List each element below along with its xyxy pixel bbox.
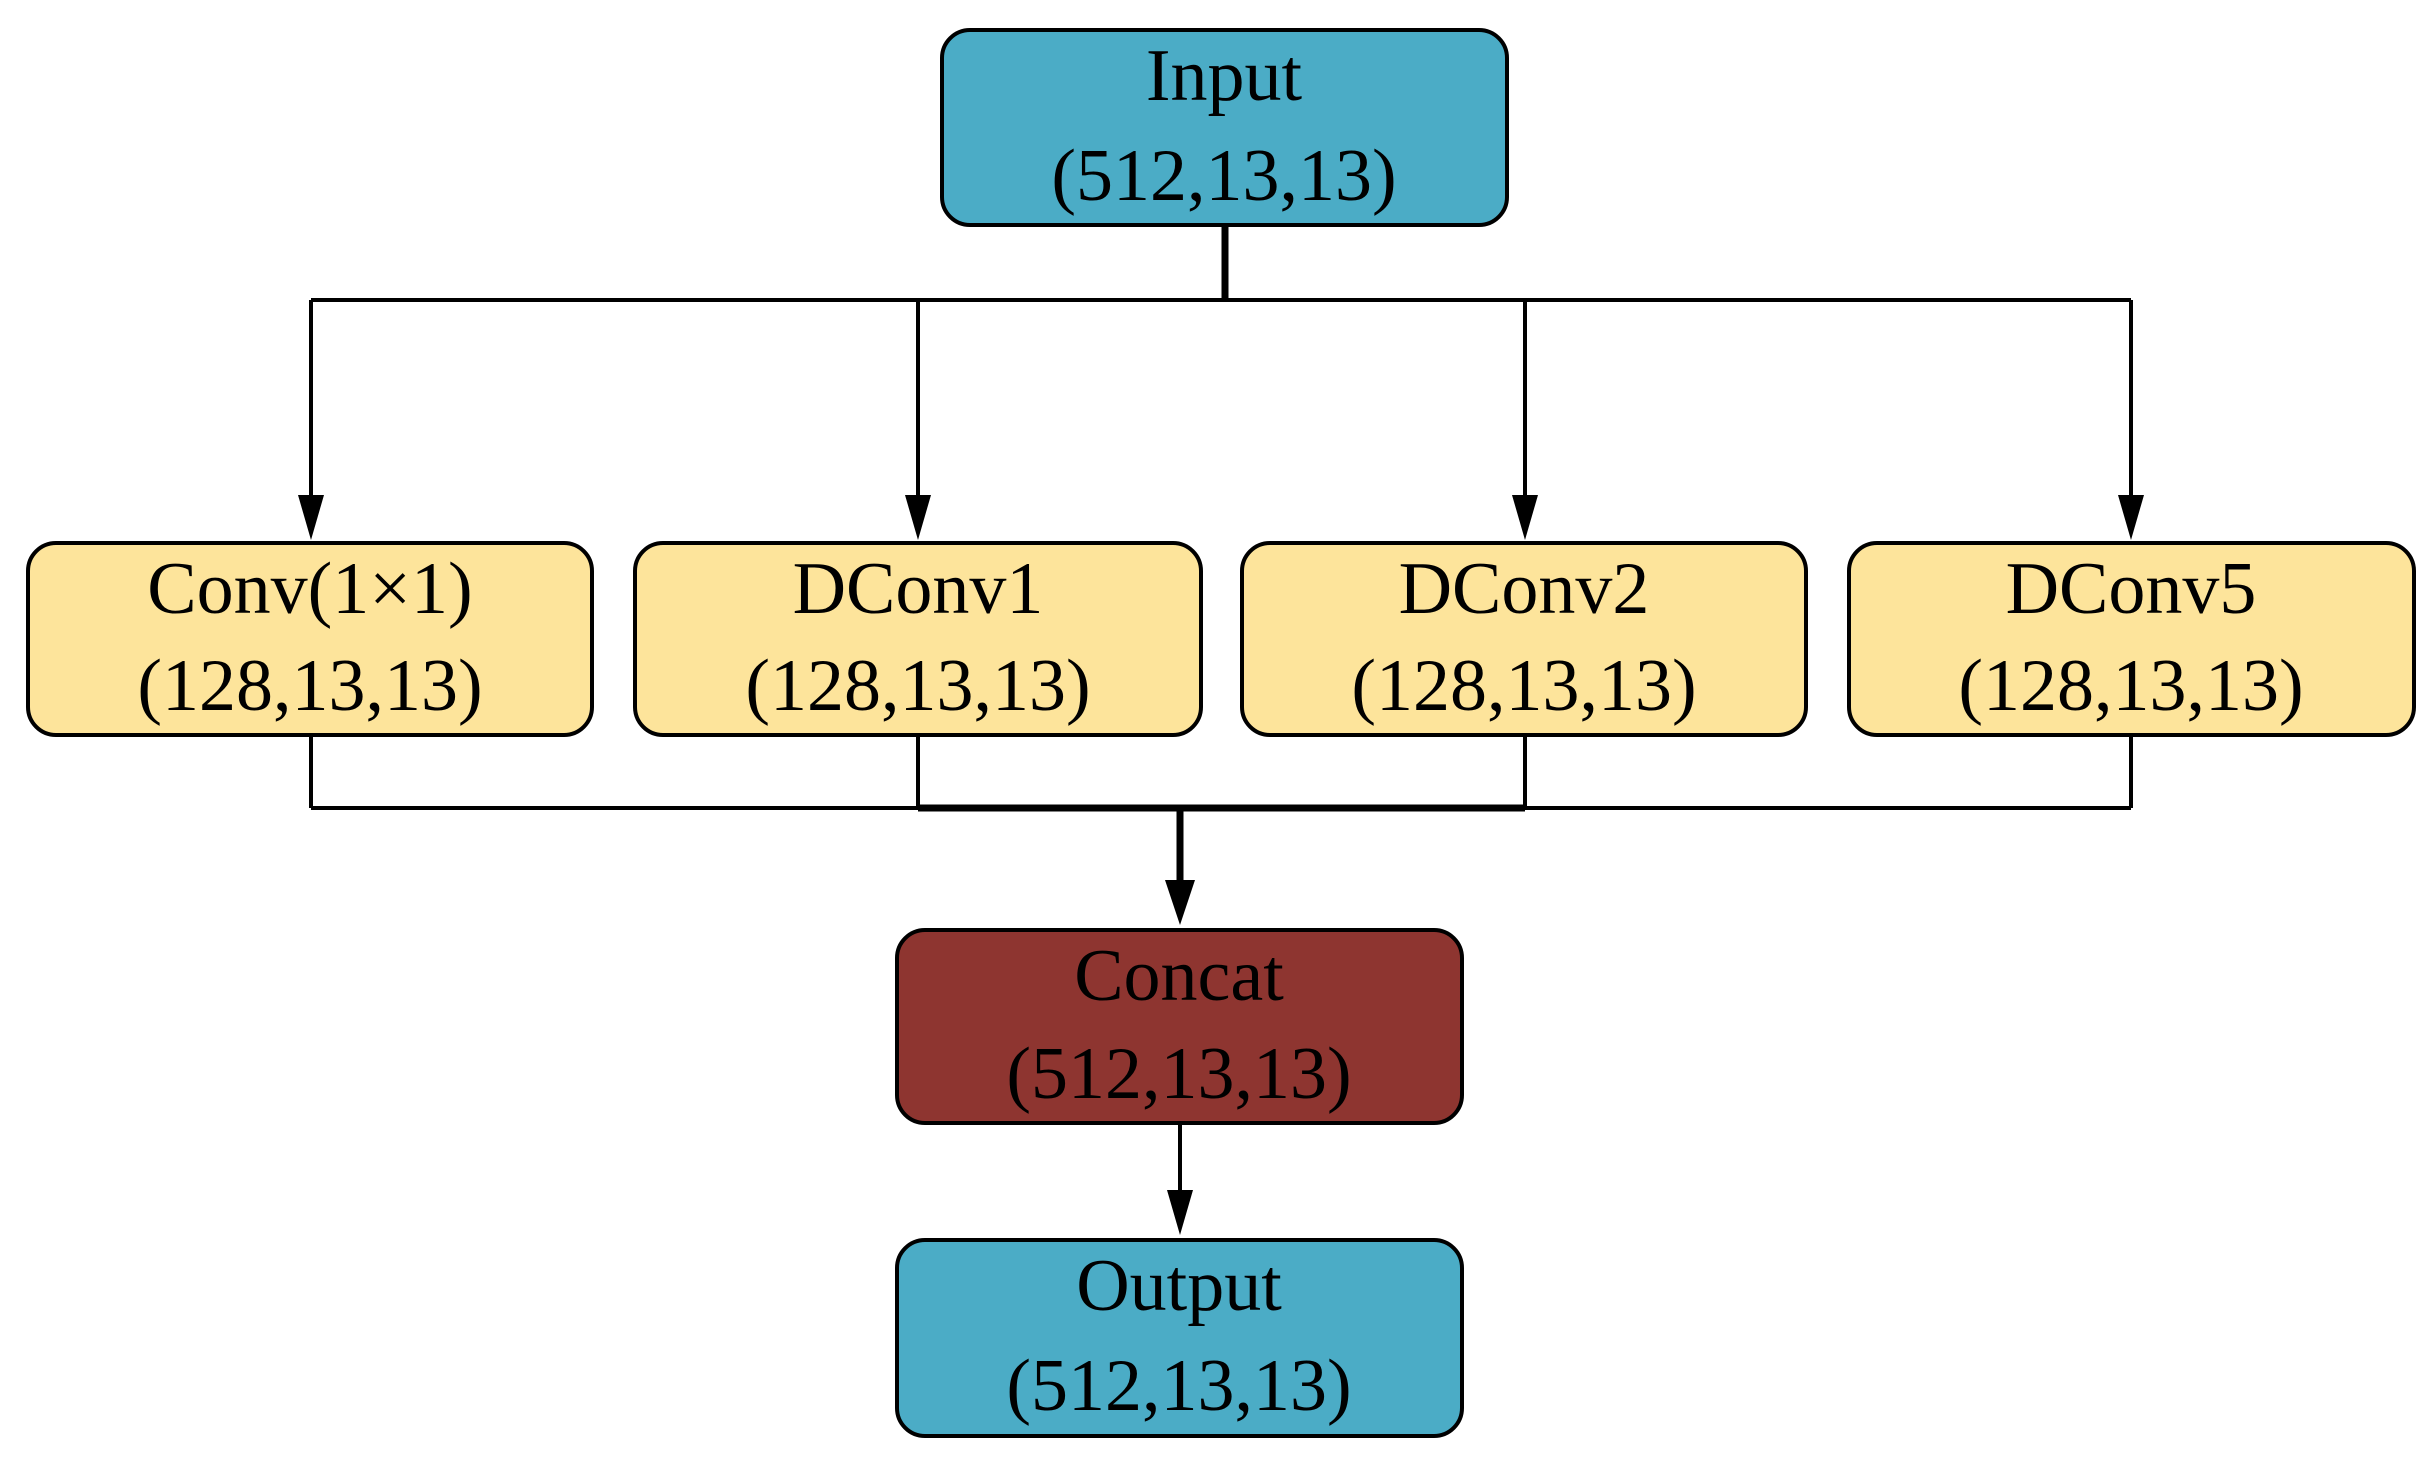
node-output-title: Output	[1076, 1245, 1282, 1327]
node-output-box	[895, 1238, 1464, 1438]
arrowhead-concat	[1165, 880, 1195, 925]
arrowhead-dconv5	[2118, 495, 2144, 540]
node-concat-shape: (512,13,13)	[1006, 1033, 1351, 1115]
node-dconv5: DConv5 (128,13,13)	[1847, 541, 2416, 737]
node-dconv2-shape: (128,13,13)	[1351, 645, 1696, 727]
node-concat-box	[895, 928, 1464, 1125]
arrowhead-dconv1	[905, 495, 931, 540]
node-output: Output (512,13,13)	[895, 1238, 1464, 1438]
node-conv1x1: Conv(1×1) (128,13,13)	[26, 541, 594, 737]
node-dconv1-title: DConv1	[793, 548, 1044, 630]
arrowhead-dconv2	[1512, 495, 1538, 540]
node-dconv5-box	[1847, 541, 2416, 737]
node-conv1x1-box	[26, 541, 594, 737]
node-input-title: Input	[1146, 35, 1303, 117]
merge-connectors	[309, 735, 2133, 925]
arrowhead-output	[1167, 1190, 1193, 1235]
split-connectors	[298, 225, 2144, 540]
arrowhead-conv1x1	[298, 495, 324, 540]
node-concat: Concat (512,13,13)	[895, 928, 1464, 1125]
node-dconv1: DConv1 (128,13,13)	[633, 541, 1203, 737]
node-conv1x1-shape: (128,13,13)	[137, 645, 482, 727]
node-concat-title: Concat	[1074, 935, 1284, 1017]
node-input-shape: (512,13,13)	[1051, 135, 1396, 217]
node-dconv2-title: DConv2	[1399, 548, 1650, 630]
output-connector	[1167, 1123, 1193, 1235]
node-dconv1-box	[633, 541, 1203, 737]
node-dconv2-box	[1240, 541, 1808, 737]
node-dconv5-shape: (128,13,13)	[1958, 645, 2303, 727]
node-input: Input (512,13,13)	[940, 28, 1509, 227]
node-input-box	[940, 28, 1509, 227]
node-dconv2: DConv2 (128,13,13)	[1240, 541, 1808, 737]
node-conv1x1-title: Conv(1×1)	[147, 548, 472, 630]
node-dconv1-shape: (128,13,13)	[745, 645, 1090, 727]
node-dconv5-title: DConv5	[2006, 548, 2257, 630]
node-output-shape: (512,13,13)	[1006, 1345, 1351, 1427]
